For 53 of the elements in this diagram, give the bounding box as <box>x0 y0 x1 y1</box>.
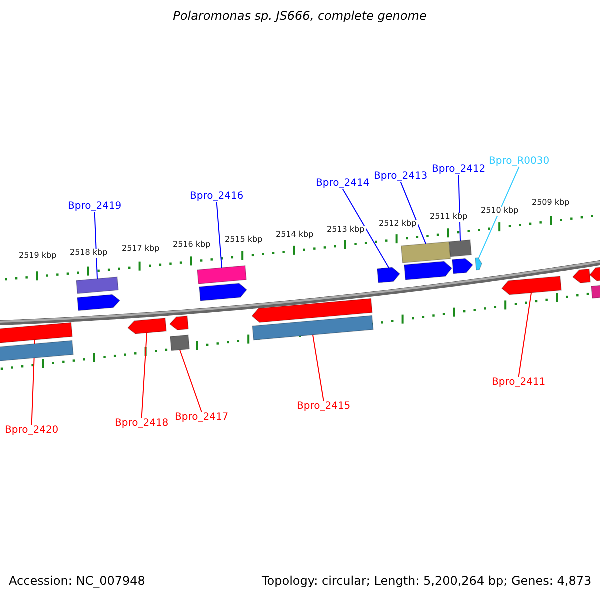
diagram-title: Polaromonas sp. JS666, complete genome <box>173 9 427 23</box>
gene-feature-pointed <box>77 294 120 312</box>
tick-label: 2512 kbp <box>378 220 418 229</box>
tick-label: 2517 kbp <box>121 245 161 254</box>
gene-label: Bpro_R0030 <box>489 156 550 167</box>
gene-label: Bpro_2420 <box>5 425 59 436</box>
tick-label: 2519 kbp <box>18 252 58 261</box>
leader-line <box>180 350 202 412</box>
gene-feature-pointed <box>199 283 248 302</box>
tick-label: 2516 kbp <box>172 241 212 250</box>
tick-label: 2510 kbp <box>480 207 520 216</box>
leader-line <box>518 292 532 378</box>
gene-feature-block <box>591 285 600 299</box>
gene-feature-pointed <box>252 298 373 323</box>
accession-text: Accession: NC_007948 <box>9 575 146 588</box>
leader-line <box>94 212 98 280</box>
gene-feature-block <box>0 340 74 362</box>
gene-label: Bpro_2416 <box>190 191 244 202</box>
tick-label: 2513 kbp <box>326 226 366 235</box>
gene-feature-pointed <box>572 268 591 284</box>
gene-feature-block <box>448 240 472 258</box>
gene-label: Bpro_2417 <box>175 412 229 423</box>
gene-feature-pointed <box>169 316 189 331</box>
leader-line <box>312 334 324 402</box>
gene-label: Bpro_2419 <box>68 201 122 212</box>
tick-label: 2515 kbp <box>224 236 264 245</box>
tick-label: 2511 kbp <box>429 213 469 222</box>
gene-feature-block <box>197 266 247 284</box>
gene-feature-pointed <box>452 258 474 274</box>
tick-label: 2509 kbp <box>531 199 571 208</box>
gene-feature-pointed <box>127 318 167 334</box>
gene-feature-pointed <box>502 276 562 296</box>
gene-feature-pointed <box>377 267 401 284</box>
gene-label: Bpro_2418 <box>115 418 169 429</box>
gene-label: Bpro_2414 <box>316 178 370 189</box>
gene-feature-block <box>400 242 452 264</box>
tick-label: 2518 kbp <box>69 249 109 258</box>
gene-feature-pointed <box>589 267 600 282</box>
genome-summary-text: Topology: circular; Length: 5,200,264 bp; Genes: 4,873 <box>262 575 592 588</box>
gene-label: Bpro_2412 <box>432 164 486 175</box>
gene-label: Bpro_2411 <box>492 377 546 388</box>
leader-line <box>342 188 390 268</box>
gene-feature-block <box>0 322 73 344</box>
gene-label: Bpro_2415 <box>297 401 351 412</box>
gene-feature-block <box>252 315 374 341</box>
leader-line <box>216 202 222 268</box>
leader-line <box>141 332 148 418</box>
gene-feature-block <box>170 334 190 352</box>
leader-line <box>478 166 520 258</box>
gene-feature-block <box>76 276 119 294</box>
tick-label: 2514 kbp <box>275 231 315 240</box>
gene-label: Bpro_2413 <box>374 171 428 182</box>
leader-line <box>400 182 426 244</box>
